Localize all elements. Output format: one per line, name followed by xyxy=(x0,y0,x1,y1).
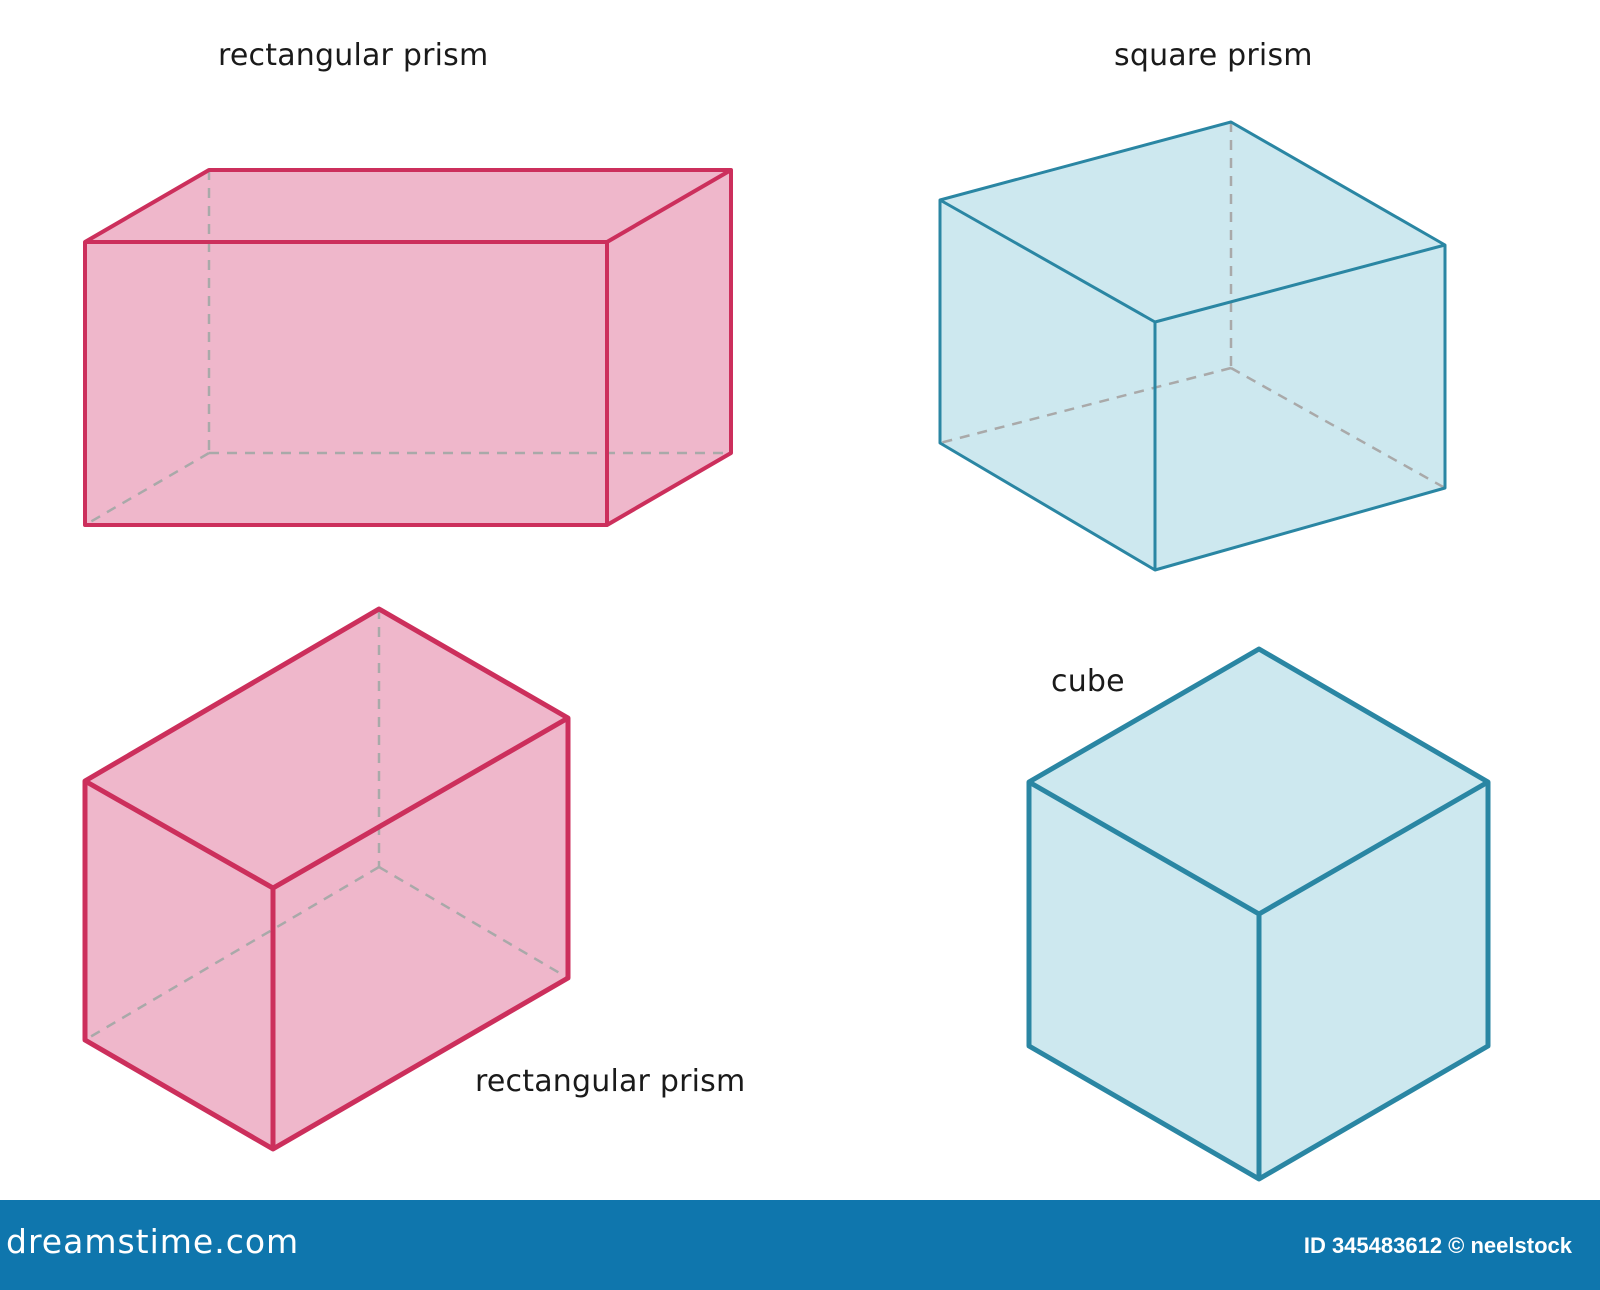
visible-edges xyxy=(83,168,733,527)
visible-edges xyxy=(938,120,1447,572)
cube xyxy=(1026,646,1491,1182)
square-prism-label: square prism xyxy=(1114,38,1313,73)
rectangular-prism-bottom-label: rectangular prism xyxy=(475,1064,746,1099)
hidden-edges xyxy=(84,170,731,527)
prism-faces xyxy=(85,609,568,1149)
footer-bar: dreamstime.com ID 345483612 © neelstock xyxy=(0,1200,1600,1290)
cube-label: cube xyxy=(1051,664,1125,699)
visible-edges xyxy=(1026,646,1491,1182)
visible-edges xyxy=(82,606,571,1152)
geometric-solids-diagram xyxy=(82,120,1491,1182)
rectangular-prism-top-label: rectangular prism xyxy=(218,38,489,73)
hidden-edges xyxy=(939,122,1446,490)
prism-faces xyxy=(85,170,731,525)
prism-faces xyxy=(940,122,1445,570)
square-prism xyxy=(938,120,1447,572)
image-credit: ID 345483612 © neelstock xyxy=(1303,1233,1572,1258)
rectangular-prism-top xyxy=(83,168,733,527)
brand-logo[interactable]: dreamstime.com xyxy=(6,1222,300,1261)
rectangular-prism-bottom xyxy=(82,606,571,1152)
hidden-edges xyxy=(84,609,569,1042)
